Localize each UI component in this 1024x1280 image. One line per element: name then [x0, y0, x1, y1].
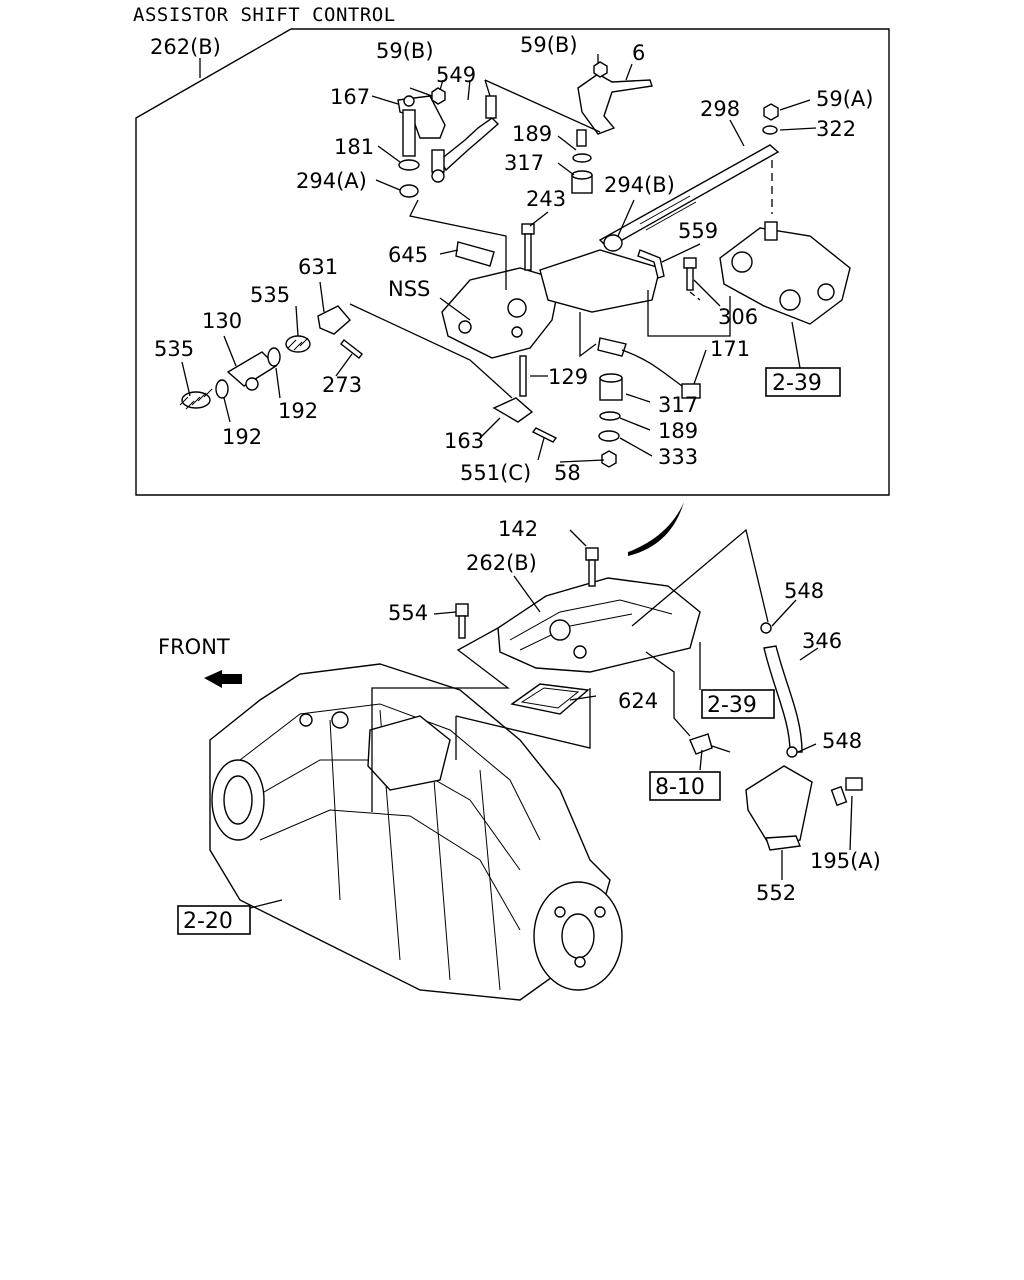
washer-181: [398, 159, 420, 171]
bolt-189-top: [572, 129, 592, 163]
ref-box-2-39-mid: [701, 689, 775, 719]
label-333: 333: [658, 445, 698, 469]
arm-163: [492, 397, 534, 423]
label-631: 631: [298, 255, 338, 279]
nut-58: [601, 450, 617, 468]
ref-box-2-20: [177, 905, 251, 935]
label-548-top: 548: [784, 579, 824, 603]
washer-333: [598, 430, 620, 442]
label-front: FRONT: [158, 635, 230, 659]
rod-549: [431, 95, 500, 183]
bolt-243: [521, 223, 535, 271]
label-192-left: 192: [222, 425, 262, 449]
label-129: 129: [548, 365, 588, 389]
label-195a: 195(A): [810, 849, 881, 873]
label-273: 273: [322, 373, 362, 397]
label-262b-mid: 262(B): [466, 551, 537, 575]
valve-assembly-2-39: [719, 221, 851, 325]
label-58: 58: [554, 461, 581, 485]
label-645: 645: [388, 243, 428, 267]
housing-nss: [441, 249, 661, 359]
ref-2-39-top: 2-39: [772, 371, 822, 396]
label-59a: 59(A): [816, 87, 873, 111]
shift-lever-167: [397, 95, 446, 157]
label-262b-top: 262(B): [150, 35, 221, 59]
label-298: 298: [700, 97, 740, 121]
page-title: ASSISTOR SHIFT CONTROL: [133, 4, 396, 26]
label-624: 624: [618, 689, 658, 713]
pin-273: [340, 339, 363, 359]
connector-8-10: [689, 733, 713, 755]
pin-129: [519, 355, 527, 397]
label-535-upper: 535: [250, 283, 290, 307]
label-294b: 294(B): [604, 173, 675, 197]
label-346: 346: [802, 629, 842, 653]
lever-6: [577, 61, 653, 135]
label-163: 163: [444, 429, 484, 453]
leader-lines-top: [181, 54, 817, 463]
bushing-317-top: [571, 170, 593, 194]
spring-535-upper: [285, 335, 311, 353]
washer-294a: [399, 184, 419, 198]
washer-192-right: [267, 347, 281, 367]
washer-189-bottom: [599, 411, 621, 421]
switch-645: [455, 241, 495, 267]
nut-59b-left: [431, 87, 446, 105]
ref-2-20: 2-20: [183, 909, 233, 934]
label-294a: 294(A): [296, 169, 367, 193]
ring-294b: [603, 234, 623, 252]
label-554: 554: [388, 601, 428, 625]
label-130: 130: [202, 309, 242, 333]
label-559: 559: [678, 219, 718, 243]
assistor-assembly: [455, 547, 701, 673]
hose-346: [760, 622, 803, 758]
label-551c: 551(C): [460, 461, 531, 485]
ref-box-2-39-top: [765, 367, 841, 397]
front-arrow: [204, 670, 242, 688]
leader-lines-bottom: [249, 528, 853, 909]
label-552: 552: [756, 881, 796, 905]
label-189-top: 189: [512, 122, 552, 146]
sensor-171: [597, 337, 701, 399]
spring-535-lower: [179, 388, 213, 410]
label-306: 306: [718, 305, 758, 329]
cap-631: [317, 305, 351, 335]
ref-2-39-mid: 2-39: [707, 693, 757, 718]
arrow-curve: [628, 502, 684, 556]
label-59b-left: 59(B): [376, 39, 434, 63]
ref-box-8-10: [649, 771, 721, 801]
gasket-624: [510, 683, 590, 715]
bolt-306: [683, 257, 697, 291]
label-317-bottom: 317: [658, 393, 698, 417]
bolt-559: [637, 249, 665, 279]
detail-frame: [135, 28, 890, 496]
ref-8-10: 8-10: [655, 775, 705, 800]
label-243: 243: [526, 187, 566, 211]
label-192-right: 192: [278, 399, 318, 423]
label-189-bottom: 189: [658, 419, 698, 443]
label-181: 181: [334, 135, 374, 159]
label-6: 6: [632, 41, 645, 65]
bracket-552: [745, 765, 863, 851]
label-535-lower: 535: [154, 337, 194, 361]
pin-551c: [531, 427, 558, 443]
washer-192-left: [215, 379, 229, 399]
label-142: 142: [498, 517, 538, 541]
transmission: [209, 663, 623, 1001]
label-317-top: 317: [504, 151, 544, 175]
label-59b-right: 59(B): [520, 33, 578, 57]
piston-130: [226, 351, 278, 391]
label-171: 171: [710, 337, 750, 361]
label-322: 322: [816, 117, 856, 141]
label-548-bottom: 548: [822, 729, 862, 753]
label-167: 167: [330, 85, 370, 109]
bushing-317-bottom: [599, 373, 623, 401]
label-nss: NSS: [388, 277, 430, 301]
label-549: 549: [436, 63, 476, 87]
